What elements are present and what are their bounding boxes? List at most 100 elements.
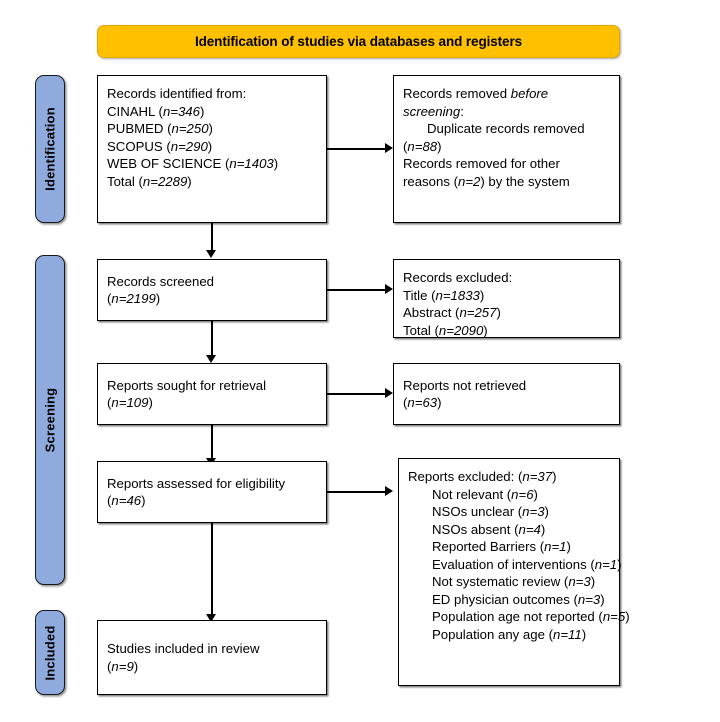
identification-banner-label: Identification of studies via databases …: [194, 34, 523, 49]
text-line: (n=9): [107, 658, 139, 674]
text-line: PUBMED (n=250): [107, 121, 213, 136]
count-value: n=88: [407, 138, 438, 154]
arrowhead-sought-to-not-retrieved: [385, 388, 393, 399]
count-value: n=37: [522, 469, 553, 484]
count-value: n=6: [511, 486, 534, 502]
box-reports-excluded: Reports excluded: (n=37) Not relevant (n=…: [398, 458, 630, 686]
stage-label-identification: Identification: [35, 75, 65, 223]
box-reports-assessed: Reports assessed for eligibility(n=46): [97, 461, 327, 523]
count-value: n=1: [594, 556, 618, 572]
stage-label-identification-text: Identification: [42, 107, 58, 191]
box-reports-not-retrieved: Reports not retrieved (n=63): [393, 363, 620, 425]
text-line: (n=46): [107, 493, 146, 508]
text-line: Reports excluded: (n=37): [408, 469, 557, 484]
box-records-screened: Records screened(n=2199): [97, 259, 327, 321]
text-line: Total (n=2090): [403, 322, 488, 338]
box-reports-sought-body: Reports sought for retrieval (n=109): [98, 377, 326, 412]
text-line: Studies included in review: [107, 641, 260, 656]
text-line: Records removed before: [403, 86, 549, 101]
count-value: n=3: [568, 574, 591, 589]
count-value: n=9: [111, 658, 134, 674]
count-value: n=3: [522, 504, 545, 519]
count-value: n=257: [459, 305, 497, 320]
text-line: WEB OF SCIENCE (n=1403): [107, 156, 279, 171]
count-value: n=250: [171, 121, 209, 136]
text-line: (n=88): [403, 138, 442, 154]
text-line: reasons (n=2) by the system: [403, 173, 570, 189]
box-studies-included-body: Studies included in review (n=9): [98, 640, 326, 675]
text-line: (n=109): [107, 395, 153, 410]
text-line: NSOs unclear (n=3): [432, 504, 549, 519]
box-reports-not-retrieved-body: Reports not retrieved (n=63): [394, 377, 619, 412]
count-value: n=5: [602, 609, 626, 624]
count-value: n=2: [457, 173, 481, 189]
text-line: (n=2199): [107, 291, 161, 306]
text-line: (n=63): [403, 395, 442, 410]
connector-screened-to-excluded: [327, 289, 385, 291]
count-value: n=1403: [229, 156, 274, 171]
arrowhead-identified-to-screened: [206, 250, 217, 258]
count-value: n=63: [407, 395, 438, 410]
connector-sought-to-assessed: [211, 425, 213, 459]
count-value: screening: [403, 103, 461, 119]
count-value: n=2289: [142, 173, 188, 189]
count-value: n=109: [111, 395, 149, 410]
identification-banner: Identification of studies via databases …: [97, 25, 620, 58]
box-records-identified-body: Records identified from: CINAHL (n=346) PU…: [98, 76, 326, 190]
count-value: n=290: [170, 138, 208, 154]
arrowhead-screened-to-excluded: [385, 284, 393, 295]
text-line: Records identified from:: [107, 86, 247, 101]
box-records-excluded-body: Records excluded: Title (n=1833) Abstract …: [394, 260, 619, 339]
connector-assessed-to-included: [211, 523, 213, 615]
text-line: Records removed for other: [403, 156, 560, 171]
connector-identified-to-removed: [327, 148, 385, 150]
text-line: Reported Barriers (n=1): [432, 539, 571, 554]
count-value: n=46: [111, 493, 142, 508]
stage-label-screening-text: Screening: [42, 387, 58, 453]
box-records-excluded: Records excluded: Title (n=1833) Abstract …: [393, 259, 620, 338]
text-line: Evaluation of interventions (n=1): [432, 556, 622, 572]
text-line: Abstract (n=257): [403, 305, 501, 320]
text-line: ED physician outcomes (n=3): [432, 591, 605, 607]
count-value: before: [510, 86, 549, 101]
box-records-screened-body: Records screened(n=2199): [98, 273, 326, 308]
text-line: Not relevant (n=6): [432, 486, 538, 502]
stage-label-included: Included: [35, 610, 65, 695]
count-value: n=3: [577, 591, 601, 607]
box-reports-excluded-body: Reports excluded: (n=37) Not relevant (n=…: [399, 459, 637, 643]
text-line: Title (n=1833): [403, 287, 485, 303]
count-value: n=2199: [111, 291, 156, 306]
connector-sought-to-not-retrieved: [327, 393, 385, 395]
count-value: n=346: [162, 103, 200, 119]
arrowhead-assessed-to-included: [206, 614, 217, 622]
count-value: n=2090: [438, 322, 484, 338]
stage-label-included-text: Included: [42, 624, 58, 681]
stage-label-screening: Screening: [35, 255, 65, 585]
text-line: SCOPUS (n=290): [107, 138, 213, 154]
text-line: Reports not retrieved: [403, 377, 527, 393]
text-line: Records excluded:: [403, 270, 513, 285]
count-value: n=1: [544, 539, 567, 554]
text-line: Population any age (n=11): [432, 626, 587, 642]
text-line: NSOs absent (n=4): [432, 521, 546, 537]
connector-screened-to-sought: [211, 321, 213, 356]
box-records-identified: Records identified from: CINAHL (n=346) PU…: [97, 75, 327, 223]
text-line: CINAHL (n=346): [107, 103, 205, 119]
arrowhead-screened-to-sought: [206, 355, 217, 363]
count-value: n=4: [518, 521, 541, 537]
text-line: Reports sought for retrieval: [107, 377, 267, 393]
arrowhead-assessed-to-excluded: [385, 486, 393, 497]
connector-assessed-to-excluded: [327, 491, 385, 493]
box-studies-included: Studies included in review (n=9): [97, 620, 327, 695]
arrowhead-identified-to-removed: [385, 143, 393, 154]
connector-identified-to-screened: [211, 223, 213, 251]
box-reports-sought: Reports sought for retrieval (n=109): [97, 363, 327, 425]
count-value: n=1833: [435, 287, 480, 303]
box-reports-assessed-body: Reports assessed for eligibility(n=46): [98, 475, 326, 510]
text-line: Duplicate records removed: [427, 121, 585, 136]
count-value: n=11: [552, 626, 582, 642]
text-line: Total (n=2289): [107, 173, 192, 189]
